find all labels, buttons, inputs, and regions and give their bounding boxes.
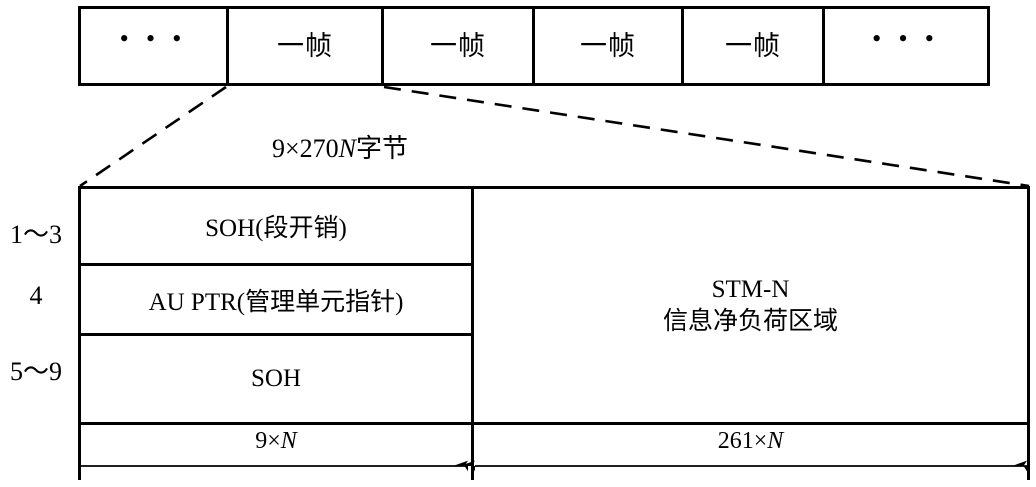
payload-text-block: STM-N 信息净负荷区域 bbox=[663, 274, 838, 338]
frame-sequence-strip: • • • 一帧 一帧 一帧 一帧 • • • bbox=[78, 6, 990, 86]
caption-italic-n: N bbox=[338, 134, 356, 163]
payload-width-label: 261×N bbox=[718, 428, 784, 455]
frame-cell-2: 一帧 bbox=[381, 9, 532, 83]
au-pointer-row: AU PTR(管理单元指针) bbox=[81, 266, 471, 336]
section-overhead-lower-row: SOH bbox=[250, 365, 301, 392]
overhead-width-label: 9×N bbox=[255, 428, 297, 455]
payload-width-italic-n: N bbox=[767, 428, 784, 454]
payload-line-1: STM-N bbox=[711, 275, 790, 303]
caption-prefix: 9×270 bbox=[271, 134, 339, 163]
payload-line-2: 信息净负荷区域 bbox=[662, 307, 838, 335]
connector-line-right bbox=[383, 85, 1030, 188]
row-label-4: 4 bbox=[29, 281, 43, 310]
overhead-width-cell: 9×N bbox=[81, 425, 474, 480]
frame-cell-ellipsis-right: • • • bbox=[822, 9, 987, 83]
payload-width-prefix: 261× bbox=[717, 428, 768, 454]
frame-cell-3: 一帧 bbox=[532, 9, 681, 83]
stm-n-frame-box: SOH(段开销) AU PTR(管理单元指针) SOH STM-N 信息净负荷区… bbox=[78, 186, 1030, 425]
payload-width-cell: 261×N bbox=[474, 425, 1027, 480]
frame-cell-ellipsis-left: • • • bbox=[119, 24, 188, 53]
overhead-width-italic-n: N bbox=[280, 428, 297, 454]
frame-cell-1: 一帧 bbox=[226, 9, 381, 83]
overhead-width-prefix: 9× bbox=[255, 428, 281, 454]
frame-cell-4: 一帧 bbox=[681, 9, 822, 83]
overhead-column: SOH(段开销) AU PTR(管理单元指针) SOH bbox=[81, 189, 474, 422]
caption-suffix: 字节 bbox=[356, 134, 409, 163]
width-measurement-band: 9×N 261×N bbox=[78, 425, 1030, 480]
row-label-5-9: 5～9 bbox=[9, 357, 62, 386]
row-label-1-3: 1～3 bbox=[9, 220, 62, 249]
payload-area: STM-N 信息净负荷区域 bbox=[474, 189, 1027, 422]
section-overhead-row: SOH(段开销) bbox=[81, 189, 471, 266]
frame-size-caption: 9×270N字节 bbox=[200, 128, 480, 165]
